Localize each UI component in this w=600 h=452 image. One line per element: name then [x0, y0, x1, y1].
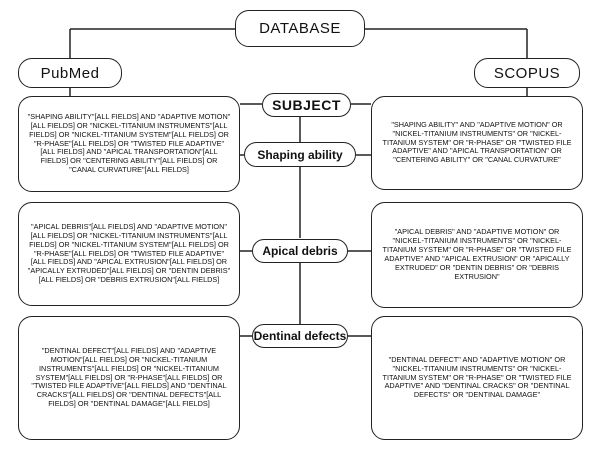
category-shaping-box: Shaping ability — [244, 142, 356, 167]
pubmed-dentinal-query-box: "DENTINAL DEFECT"[ALL FIELDS] AND "ADAPT… — [18, 316, 240, 440]
scopus-label: SCOPUS — [493, 64, 561, 82]
scopus-dentinal-query: "DENTINAL DEFECT" AND "ADAPTIVE MOTION" … — [382, 354, 572, 400]
pubmed-box: PubMed — [18, 58, 122, 88]
subject-label: SUBJECT — [272, 97, 341, 113]
scopus-box: SCOPUS — [474, 58, 580, 88]
category-dentinal-box: Dentinal defects — [252, 324, 348, 348]
pubmed-shaping-query-box: "SHAPING ABILITY"[ALL FIELDS] AND "ADAPT… — [18, 96, 240, 192]
database-label: DATABASE — [259, 20, 341, 37]
scopus-apical-query-box: "APICAL DEBRIS" AND "ADAPTIVE MOTION" OR… — [371, 202, 583, 308]
pubmed-shaping-query: "SHAPING ABILITY"[ALL FIELDS] AND "ADAPT… — [27, 111, 231, 175]
category-shaping-label: Shaping ability — [257, 147, 343, 162]
scopus-shaping-query: "SHAPING ABILITY" AND "ADAPTIVE MOTION" … — [382, 119, 572, 165]
scopus-dentinal-query-box: "DENTINAL DEFECT" AND "ADAPTIVE MOTION" … — [371, 316, 583, 440]
scopus-shaping-query-box: "SHAPING ABILITY" AND "ADAPTIVE MOTION" … — [371, 96, 583, 190]
pubmed-dentinal-query: "DENTINAL DEFECT"[ALL FIELDS] AND "ADAPT… — [31, 345, 227, 409]
subject-box: SUBJECT — [262, 93, 351, 117]
pubmed-label: PubMed — [40, 64, 100, 82]
pubmed-apical-query-box: "APICAL DEBRIS"[ALL FIELDS] AND "ADAPTIV… — [18, 202, 240, 306]
scopus-apical-query: "APICAL DEBRIS" AND "ADAPTIVE MOTION" OR… — [382, 227, 572, 281]
category-apical-box: Apical debris — [252, 239, 348, 263]
pubmed-apical-query: "APICAL DEBRIS"[ALL FIELDS] AND "ADAPTIV… — [27, 221, 231, 285]
database-box: DATABASE — [235, 10, 365, 47]
category-dentinal-label: Dentinal defects — [253, 329, 347, 343]
category-apical-label: Apical debris — [262, 244, 338, 258]
